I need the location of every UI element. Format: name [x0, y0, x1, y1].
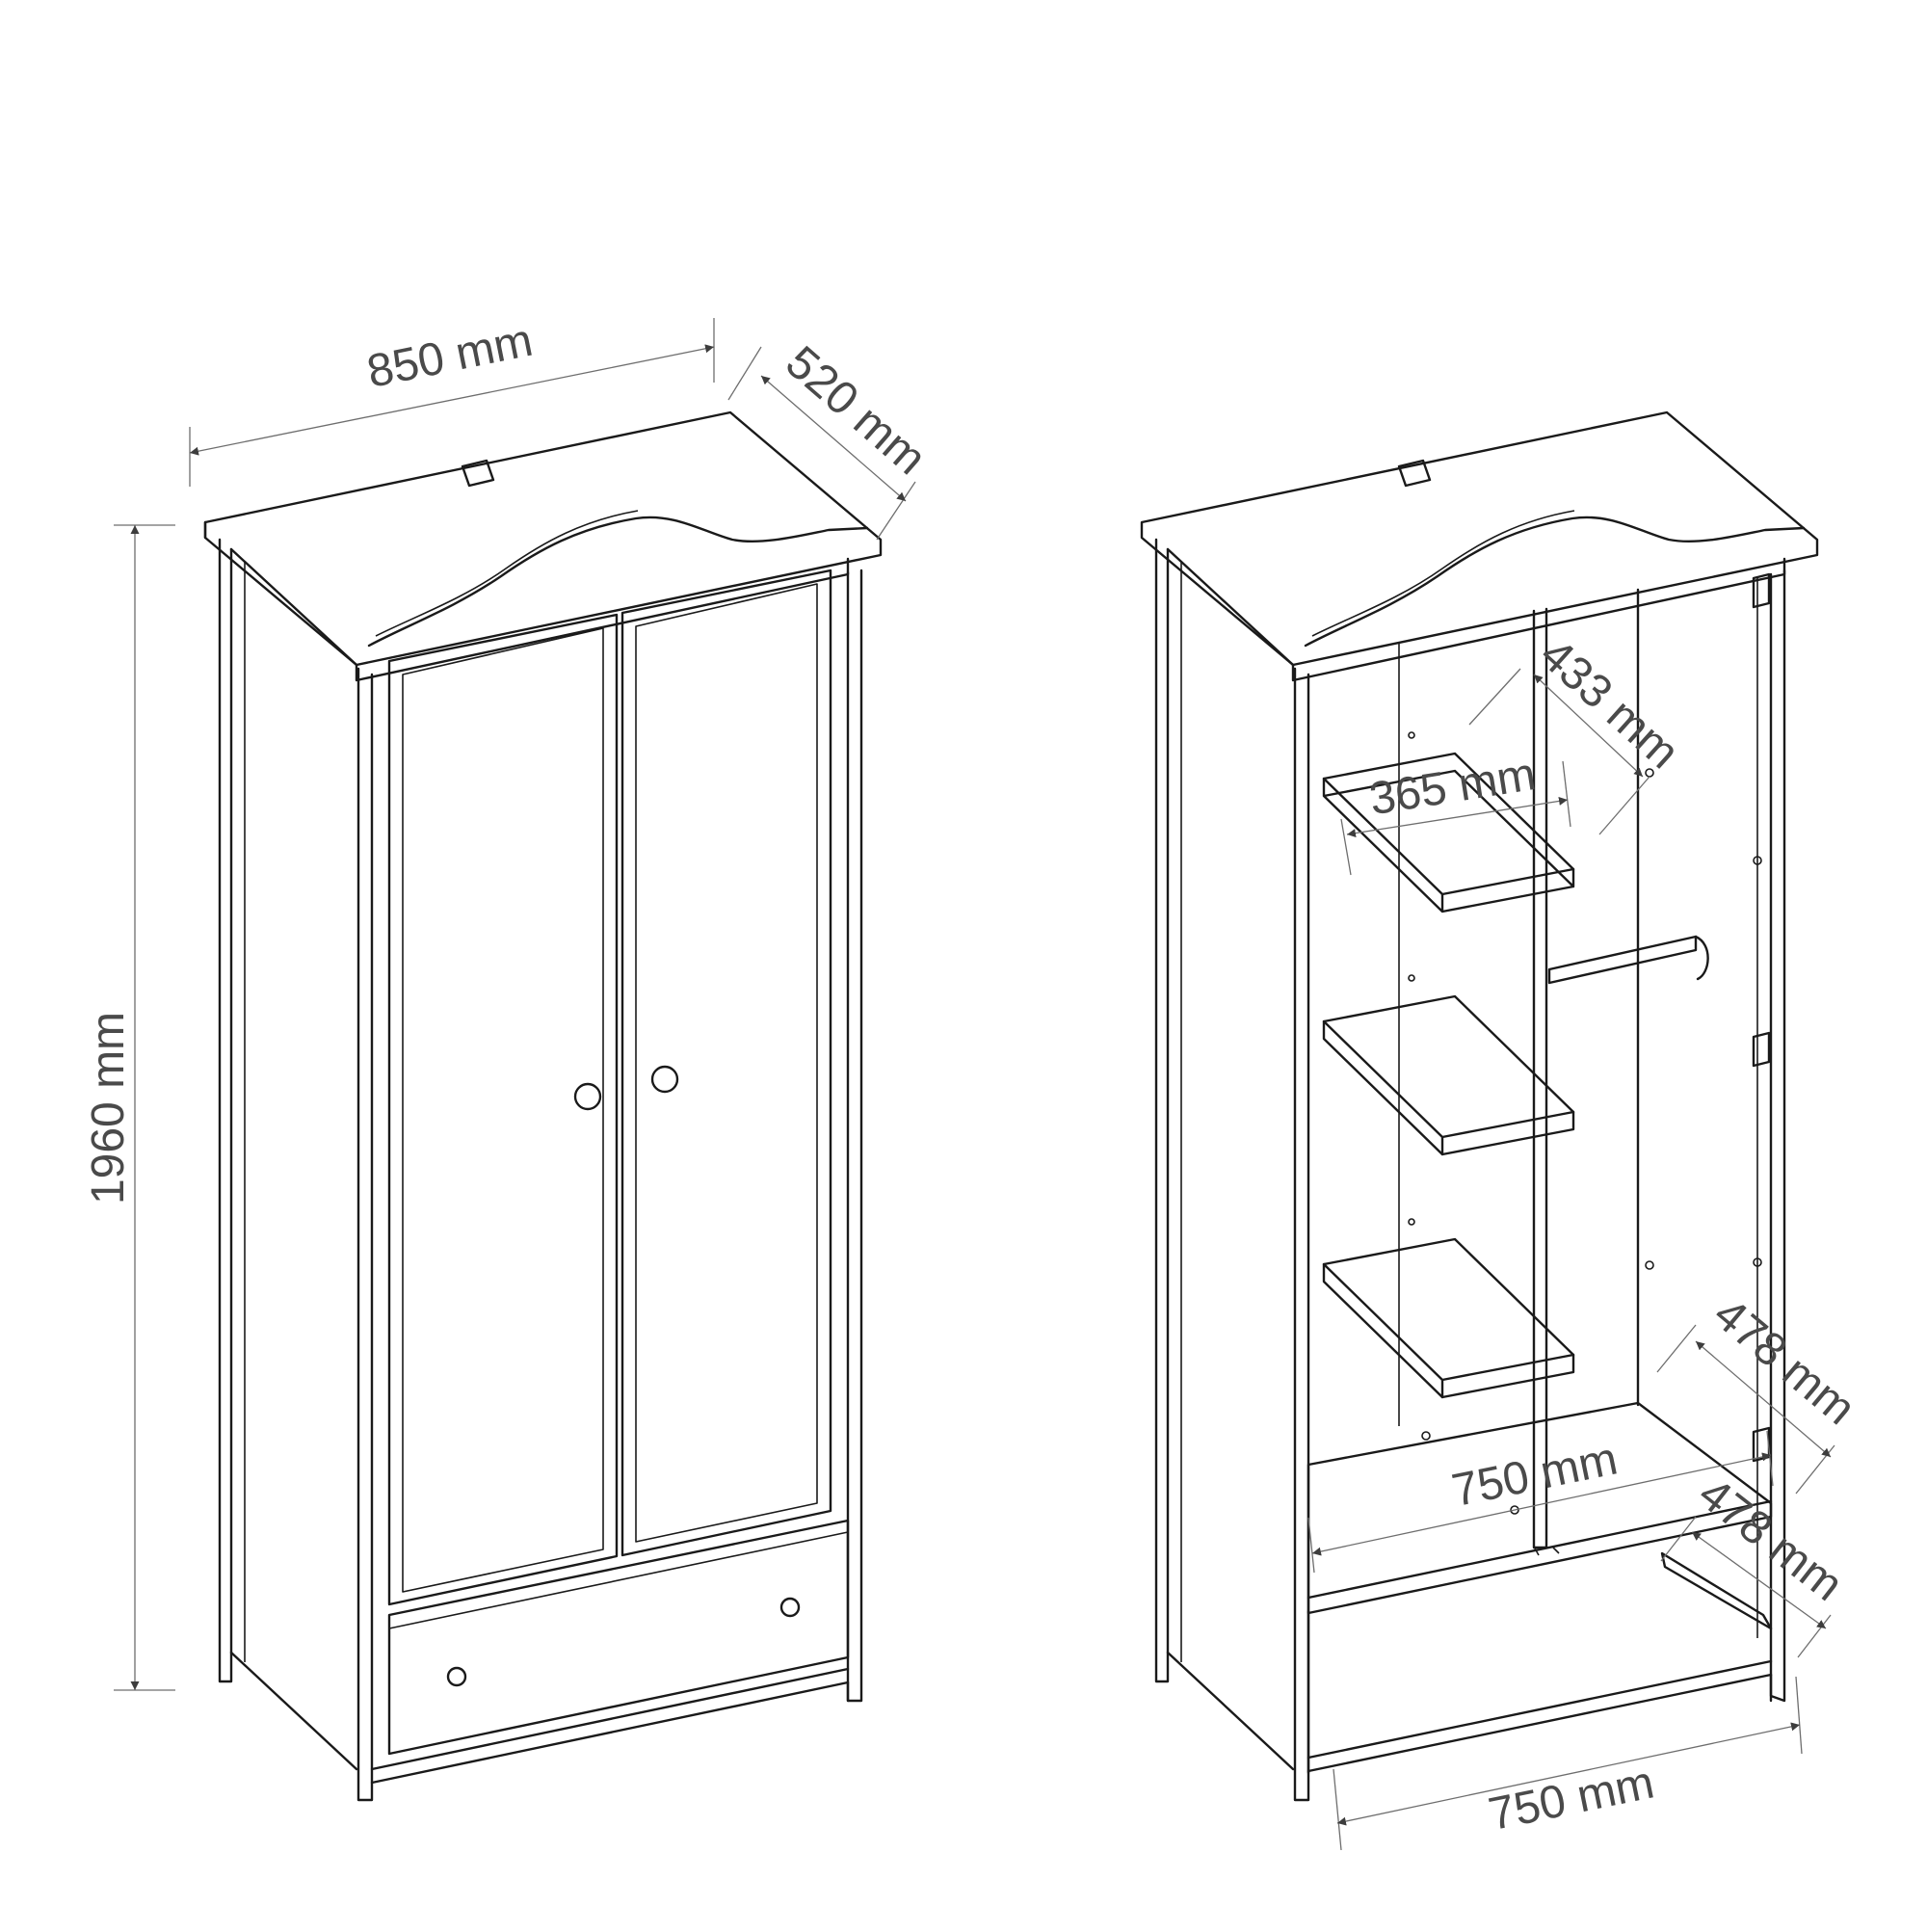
shelf-middle	[1322, 994, 1575, 1156]
width-label: 850 mm	[363, 315, 537, 398]
drawer-knob-right-icon	[779, 1597, 801, 1618]
open-crown-arc	[1304, 516, 1806, 648]
knob-right-icon	[650, 1065, 679, 1094]
hinge-top-icon	[1752, 572, 1771, 609]
front-left-stile	[356, 667, 374, 1802]
drawer	[387, 1519, 850, 1756]
door-frame-left	[387, 613, 619, 1606]
bottom-width-label: 750 mm	[1485, 1757, 1659, 1840]
knob-left-icon	[573, 1082, 602, 1111]
depth-label: 520 mm	[776, 336, 936, 485]
gap-depth-label: 433 mm	[1530, 629, 1688, 779]
side-panel	[218, 538, 233, 1683]
door-frame-right	[620, 569, 832, 1557]
open-top-panel	[1140, 410, 1819, 667]
open-front-left-stile	[1293, 667, 1310, 1802]
open-side-panel	[1154, 538, 1170, 1683]
drawer-knob-left-icon	[446, 1666, 467, 1687]
front-right-stile	[846, 569, 863, 1703]
dim-height-1960: 1960 mm	[83, 524, 175, 1691]
shelf-lower	[1322, 1237, 1575, 1399]
closed-wardrobe	[203, 410, 883, 1802]
dim-width-850: 850 mm	[189, 315, 715, 487]
open-wardrobe	[1140, 410, 1819, 1802]
dim-side-478-upper: 478 mm	[1656, 1288, 1864, 1495]
inner-floor	[1307, 1401, 1773, 1615]
crown-arc	[367, 516, 869, 648]
height-label: 1960 mm	[83, 1012, 134, 1204]
open-top-clip	[1397, 459, 1432, 488]
dim-side-478-lower: 478 mm	[1660, 1469, 1852, 1658]
open-door-edge	[1769, 569, 1786, 1703]
hinge-middle-icon	[1752, 1031, 1771, 1068]
shelf-width-label: 365 mm	[1366, 749, 1540, 825]
top-clip	[461, 459, 495, 488]
drawer-runner	[1660, 1551, 1773, 1630]
hanging-rail	[1547, 935, 1698, 985]
